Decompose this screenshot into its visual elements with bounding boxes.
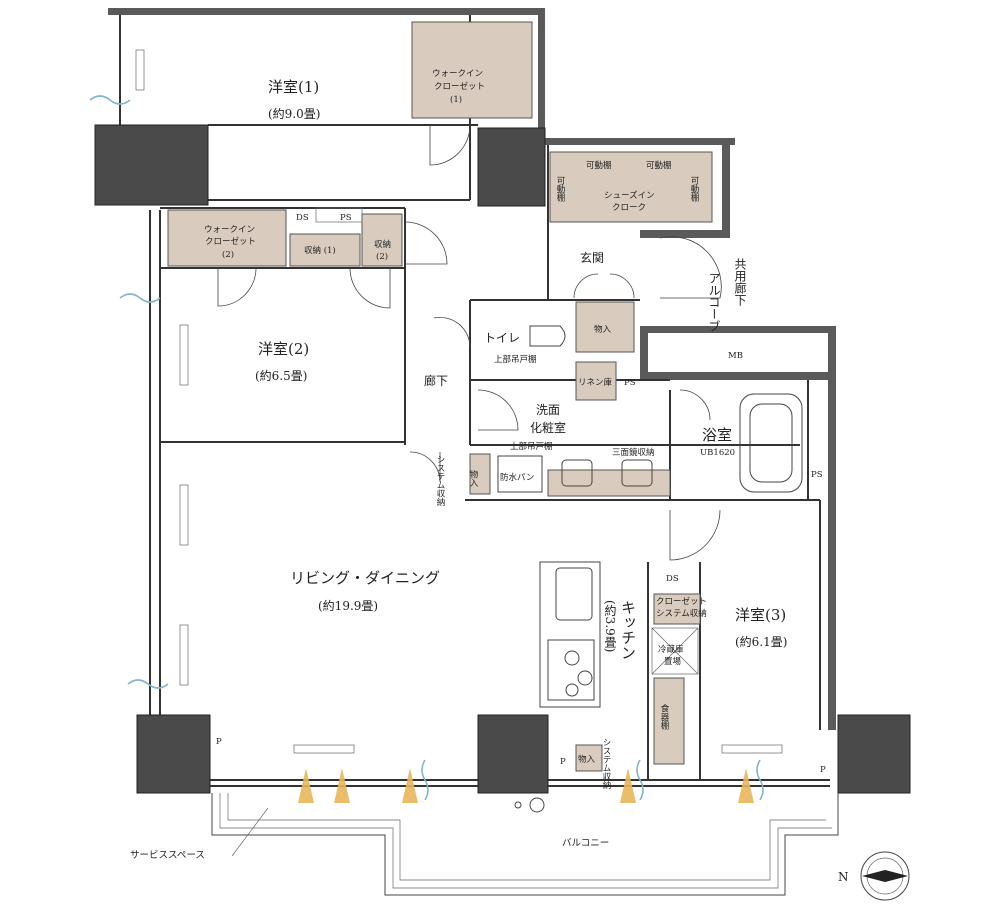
mirror-storage-label: 三面鏡収納: [612, 447, 655, 458]
ds-mark-2: DS: [666, 574, 679, 584]
western1-size: (約9.0畳): [268, 106, 320, 121]
system-storage-wash: システム収納: [435, 455, 445, 507]
cupboard-label: 食器棚: [659, 703, 669, 730]
monoire-entrance: 物入: [594, 324, 612, 335]
monoire-wash: 物入: [468, 469, 478, 487]
system-storage-kitchen: システム収納: [601, 738, 611, 790]
fridge-line1: 冷蔵庫: [658, 644, 684, 655]
wic2-line1: ウォークイン: [204, 225, 255, 235]
living-name: リビング・ダイニング: [290, 569, 440, 587]
wic2-line3: (2): [222, 249, 234, 260]
closet-system-line2: システム収納: [656, 608, 707, 619]
waterproof-pan-label: 防水パン: [500, 472, 534, 483]
p-mark-2: P: [560, 757, 566, 767]
shoes-shelf-2: 可動棚: [646, 160, 672, 171]
shoes-shelf-left: 可動棚: [555, 176, 565, 202]
ds-mark-1: DS: [296, 213, 309, 223]
washroom-line2: 化粧室: [530, 420, 566, 435]
toilet-label: トイレ: [484, 331, 520, 345]
balcony-label: バルコニー: [562, 838, 609, 849]
ps-mark-1: PS: [340, 213, 352, 223]
pillars: [94, 124, 911, 794]
washroom-line1: 洗面: [536, 403, 560, 417]
fridge-line2: 置場: [664, 656, 682, 667]
alcove-label: アルコーブ: [707, 272, 721, 332]
ps-mark-3: PS: [811, 470, 823, 480]
western2-size: (約6.5畳): [255, 368, 307, 383]
common-corridor-label: 共用廊下: [733, 258, 747, 306]
western2-name: 洋室(2): [258, 340, 309, 358]
shoes-shelf-right: 可動棚: [689, 176, 699, 202]
fixtures: [529, 325, 803, 701]
wash-upper-shelf: 上部吊戸棚: [510, 441, 553, 452]
storage1-label: 収納 (1): [304, 245, 336, 256]
wic1-line1: ウォークイン: [432, 69, 483, 79]
balcony-outline: [211, 793, 839, 896]
bath-model: UB1620: [700, 448, 735, 458]
room-labels: 洋室(1) (約9.0畳) 洋室(2) (約6.5畳) リビング・ダイニング (…: [130, 78, 787, 861]
closet-system-line1: クローゼット: [656, 596, 707, 607]
mb-mark: MB: [728, 351, 743, 361]
western1-name: 洋室(1): [268, 78, 319, 96]
storage-blocks: [167, 151, 713, 772]
shoes-shelf-1: 可動棚: [586, 160, 612, 171]
exterior-walls: [108, 8, 836, 730]
storage-labels: ウォークイン クローゼット (1) ウォークイン クローゼット (2) 収納 (…: [204, 69, 707, 790]
kitchen-name: キッチン: [619, 600, 637, 660]
decorations: [89, 95, 764, 803]
wic2-line2: クローゼット: [205, 236, 256, 247]
service-space-label: サービススペース: [130, 850, 205, 861]
living-size: (約19.9畳): [318, 598, 378, 613]
interior-walls: [119, 15, 830, 787]
kitchen-size: (約3.9畳): [603, 600, 617, 652]
door-swings: [217, 124, 722, 561]
entrance-label: 玄関: [580, 250, 604, 265]
p-mark-1: P: [216, 737, 222, 747]
shoes-line1: シューズイン: [604, 190, 655, 201]
western3-name: 洋室(3): [735, 606, 786, 624]
window-sashes: [135, 49, 783, 754]
toilet-upper-shelf: 上部吊戸棚: [494, 354, 537, 365]
hallway-label: 廊下: [424, 373, 448, 388]
p-mark-3: P: [820, 765, 826, 775]
equipment-marks: DS PS MB PS PS DS P P P: [216, 207, 826, 775]
north-label: N: [838, 870, 849, 884]
ps-mark-2: PS: [624, 378, 636, 388]
wic1-line2: クローゼット: [434, 81, 485, 92]
wic1-line3: (1): [450, 94, 462, 105]
compass-icon: N: [838, 851, 910, 901]
monoire-kitchen: 物入: [578, 754, 596, 765]
western3-size: (約6.1畳): [735, 634, 787, 649]
storage2-line2: (2): [376, 251, 388, 262]
storage2-line1: 収納: [374, 239, 391, 250]
shoes-line2: クローク: [612, 203, 646, 213]
bathroom-label: 浴室: [702, 426, 732, 444]
linen-label: リネン庫: [578, 377, 613, 388]
